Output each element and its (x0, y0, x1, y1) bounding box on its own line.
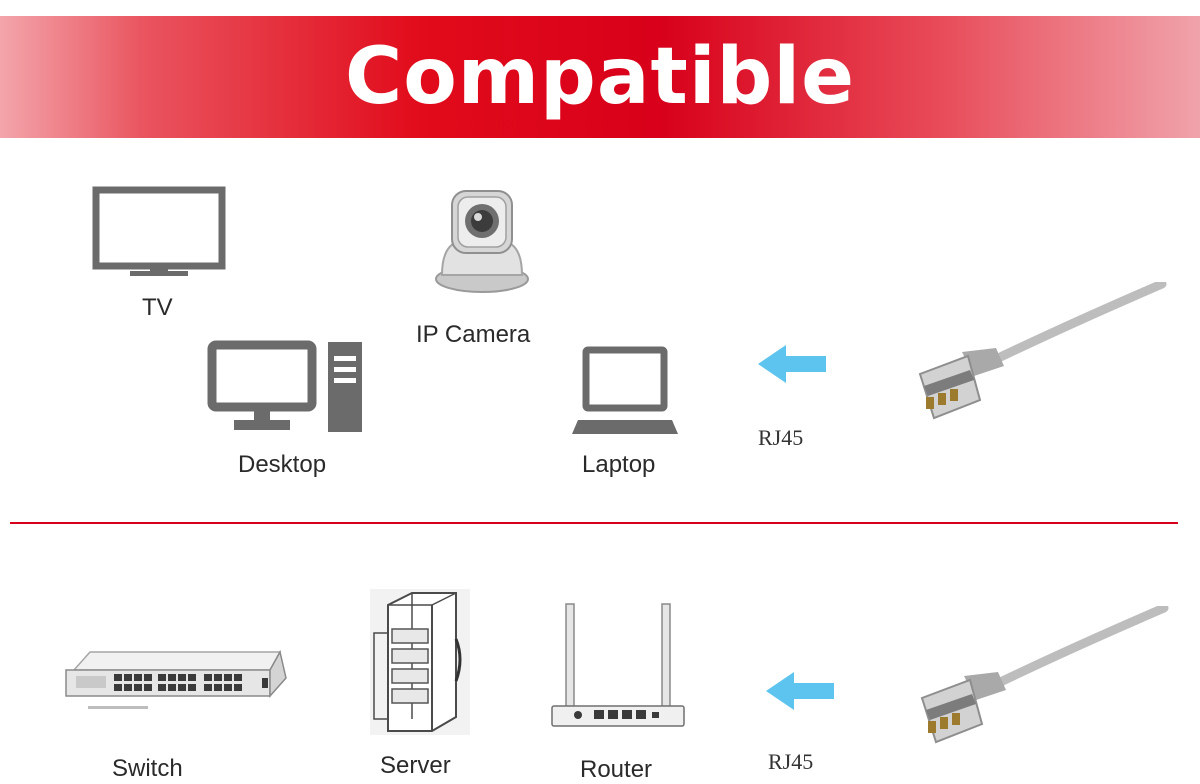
laptop-icon (572, 346, 678, 434)
title-banner (0, 16, 1200, 138)
arrow-left-icon (766, 672, 834, 710)
switch-label: Switch (112, 755, 183, 782)
desktop-label: Desktop (238, 451, 327, 478)
server-label: Server (380, 752, 451, 779)
router-label: Router (580, 756, 653, 783)
server-icon (370, 589, 470, 735)
section-divider (10, 522, 1178, 524)
tv-icon (92, 186, 226, 276)
ip-camera-label: IP Camera (416, 321, 531, 348)
rj45-cable-icon (920, 606, 1169, 744)
arrow-left-icon (758, 345, 826, 383)
laptop-label: Laptop (582, 451, 656, 478)
rj45-label-top: RJ45 (758, 425, 804, 450)
rj45-cable-icon (918, 282, 1167, 420)
ip-camera-icon (435, 190, 529, 293)
desktop-icon (207, 340, 362, 432)
banner-title: Compatible (344, 32, 856, 122)
tv-label: TV (142, 294, 173, 321)
switch-icon (65, 649, 287, 709)
router-icon (551, 603, 685, 727)
rj45-label-bottom: RJ45 (768, 749, 814, 774)
